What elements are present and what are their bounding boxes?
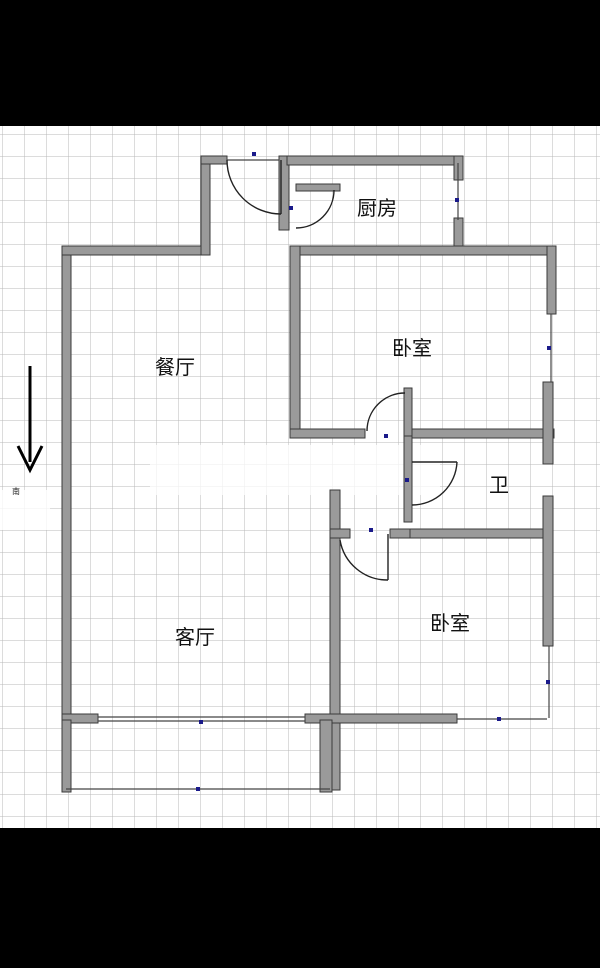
wall-kitchen-east-bottom <box>453 217 464 249</box>
wall-bedroom-south-right <box>403 428 555 439</box>
room-label-bedroom-upper: 卧室 <box>392 336 432 360</box>
compass-label: 南 <box>12 486 20 496</box>
wall-living-east <box>329 489 341 791</box>
bottom-frame-bar <box>0 828 600 968</box>
wall-bath-door-jamb <box>403 387 413 437</box>
wall-bath-south <box>403 528 545 539</box>
room-label-bedroom-lower: 卧室 <box>430 611 470 635</box>
door-swings <box>226 159 458 581</box>
bath-door-arc <box>411 461 458 506</box>
room-label-kitchen: 厨房 <box>357 196 397 220</box>
watermark-blur <box>150 445 440 495</box>
wall-east-middle <box>542 381 554 465</box>
wall-bedroom-north <box>289 245 557 256</box>
wall-west <box>61 245 72 792</box>
wall-living-window-left <box>61 713 99 724</box>
bedroom-upper-door-arc <box>366 392 406 432</box>
room-label-dining: 餐厅 <box>155 355 195 379</box>
markers <box>196 152 551 791</box>
wall-lower-bedroom-stub <box>329 528 351 539</box>
room-label-living: 客厅 <box>175 625 215 649</box>
south-arrow-icon <box>16 366 44 474</box>
wall-bedroom-south-left <box>289 428 366 439</box>
wall-corridor-east <box>289 245 301 439</box>
wall-entry-east <box>278 155 290 231</box>
wall-balcony-east <box>319 719 333 793</box>
room-label-bathroom: 卫 <box>489 473 509 497</box>
bedroom-lower-door-arc <box>339 539 389 581</box>
kitchen-door-arc <box>295 189 335 229</box>
wall-east-upper <box>546 245 557 315</box>
wall-kitchen-north <box>286 155 464 166</box>
wall-dining-north <box>61 245 211 256</box>
wall-entry-north-left <box>200 155 228 165</box>
wall-kitchen-inner <box>295 183 341 192</box>
watermark-blur-left <box>0 490 50 530</box>
wall-balcony-west <box>61 719 72 793</box>
wall-lower-bedroom-stub-right <box>389 528 411 539</box>
entry-door-arc <box>226 159 282 215</box>
wall-entry-west <box>200 155 211 256</box>
walls <box>61 155 557 793</box>
wall-east-lower <box>542 495 554 647</box>
top-frame-bar <box>0 0 600 126</box>
